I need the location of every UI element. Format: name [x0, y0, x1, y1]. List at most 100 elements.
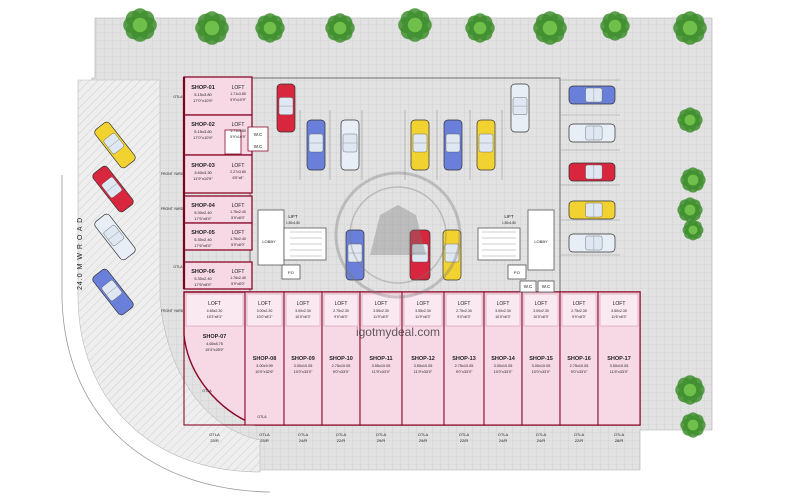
- shop-11-loft-size: 3.55x2.30: [373, 309, 389, 313]
- shop-17-otla-r: 28/R: [615, 438, 624, 443]
- shop-15-otla-r: 24/R: [537, 438, 546, 443]
- shop-10-loft-label: LOFT: [335, 301, 348, 307]
- shop-09-otla: OTLA: [298, 432, 309, 437]
- car-1: [276, 83, 296, 133]
- shop-12-loft-label: LOFT: [417, 301, 430, 307]
- shop-03-name: SHOP-03: [191, 163, 215, 169]
- shop-06-ft: 17'6"x8'0": [194, 282, 212, 287]
- shop-15-size: 3.00x10.05: [532, 364, 551, 368]
- watermark-seal: [334, 171, 462, 299]
- car-16: [94, 121, 136, 169]
- shop-15-loft-ft: 10'0"x8'3": [533, 315, 549, 319]
- tree-10: [677, 107, 703, 133]
- car-14: [409, 229, 431, 281]
- shop-03-ft: 11'9"x10'9": [193, 176, 213, 181]
- wc-box-2: [247, 126, 269, 152]
- shop-17-loft-area: [599, 293, 639, 327]
- shop-07-loft-size: 4.65x2.30: [207, 309, 223, 313]
- tree-1: [123, 8, 157, 42]
- shop-02-loft-size: 1.71x3.80: [230, 129, 246, 133]
- shop-05-name: SHOP-05: [191, 230, 215, 236]
- trees: [123, 8, 707, 438]
- shop-07-otla-r: 25/R: [210, 438, 219, 443]
- shop-08-ft: 10'0"x32'6": [255, 370, 274, 374]
- shop-01-room: [183, 76, 253, 116]
- shop-10-otla: OTLA: [336, 432, 347, 437]
- shop-12-otla: OTLA: [418, 432, 429, 437]
- shop-06-loft: LOFT: [232, 269, 245, 275]
- shop-08-loft-area: [246, 293, 283, 327]
- car-10: [568, 162, 616, 182]
- shop-16-otla: OTLA: [574, 432, 585, 437]
- shop-01-name: SHOP-01: [191, 85, 215, 91]
- shop-04-name: SHOP-04: [191, 203, 215, 209]
- shop-14-loft-label: LOFT: [497, 301, 510, 307]
- tree-6: [465, 13, 495, 43]
- shop-14-size: 3.00x10.05: [494, 364, 513, 368]
- shop-16-otla-r: 22/R: [575, 438, 584, 443]
- shop-04-ft: 17'6"x8'0": [194, 216, 212, 221]
- front-yard-3: FRONT YARD: [161, 309, 184, 313]
- shop-14-otla: OTLA: [498, 432, 509, 437]
- shop-14-loft-ft: 10'0"x8'3": [495, 315, 511, 319]
- shop-09-loft-size: 3.00x2.30: [295, 309, 311, 313]
- car-15: [442, 229, 462, 281]
- shop-11-loft-label: LOFT: [375, 301, 388, 307]
- shop-15-name: SHOP-15: [529, 356, 553, 362]
- shop-05-loft-ft: 5'9"x8'0": [231, 243, 245, 247]
- car-6: [476, 119, 496, 171]
- shop-08-loft-ft: 10'0"x8'3": [257, 315, 273, 319]
- shop-11-loft-area: [361, 293, 401, 327]
- wc-box-1: [224, 129, 242, 155]
- lift-label-left: LIFT: [288, 214, 298, 219]
- shop-13-loft-area: [445, 293, 483, 327]
- shop-14-ft: 10'0"x33'0": [494, 370, 513, 374]
- shop-03-loft: LOFT: [232, 163, 245, 169]
- shop-12-loft-ft: 11'9"x8'3": [415, 315, 431, 319]
- shop-04-loft-ft: 5'9"x8'0": [231, 216, 245, 220]
- shop-13-otla: OTLA: [459, 432, 470, 437]
- shop-16-loft-area: [561, 293, 597, 327]
- shop-12-name: SHOP-12: [411, 356, 435, 362]
- tree-13: [675, 375, 705, 405]
- pd-label-right: P.D: [514, 270, 520, 275]
- shop-02-size: 5.15x3.80: [194, 129, 212, 134]
- boundary-arc: [61, 175, 271, 493]
- shop-05-size: 5.30x2.40: [194, 237, 212, 242]
- car-8: [568, 85, 616, 105]
- shop-16-size: 2.75x10.05: [570, 364, 589, 368]
- shop-06-loft-size: 1.76x2.40: [230, 276, 246, 280]
- shop-13-loft-label: LOFT: [458, 301, 471, 307]
- shop-08-otla-r: 25/R: [260, 438, 269, 443]
- tree-3: [255, 13, 285, 43]
- shop-09-ft: 10'0"x33'0": [294, 370, 313, 374]
- car-9: [568, 123, 616, 143]
- tree-11: [680, 167, 706, 193]
- shop-16-loft-size: 2.75x2.30: [571, 309, 587, 313]
- shop-11-loft-ft: 11'9"x8'3": [373, 315, 389, 319]
- wc-label-4: W.C: [542, 284, 551, 289]
- road-strip: [77, 79, 261, 473]
- shop-09-name: SHOP-09: [291, 356, 315, 362]
- shop-04-size: 5.30x2.40: [194, 210, 212, 215]
- shop-10-size: 2.75x10.05: [332, 364, 351, 368]
- shop-08-otla: OTLA: [259, 432, 270, 437]
- shop-02-loft: LOFT: [232, 122, 245, 128]
- shop-11-otla: OTLA: [376, 432, 387, 437]
- shop-15-loft-area: [523, 293, 559, 327]
- shop-12-loft-size: 3.55x2.30: [415, 309, 431, 313]
- shop-02-ft: 17'0"x10'9": [193, 135, 213, 140]
- otla-left-1: OTLA: [173, 95, 183, 99]
- car-13: [345, 229, 365, 281]
- shop-16-ft: 9'0"x33'0": [571, 370, 588, 374]
- shop-08-loft-size: 3.00x2.30: [257, 309, 273, 313]
- shop-07-loft-area: [185, 293, 244, 327]
- otla-left-2: OTLA: [173, 265, 183, 269]
- shop-14-loft-area: [485, 293, 521, 327]
- shop-04-loft: LOFT: [232, 203, 245, 209]
- lift-size-right: 1.50x1.80: [502, 221, 516, 225]
- shop-13-loft-size: 2.75x2.30: [456, 309, 472, 313]
- shop-17-size: 3.50x10.05: [610, 364, 629, 368]
- shop-03-loft-size: 2.27x3.80: [230, 170, 246, 174]
- shop-12-size: 3.55x10.05: [414, 364, 433, 368]
